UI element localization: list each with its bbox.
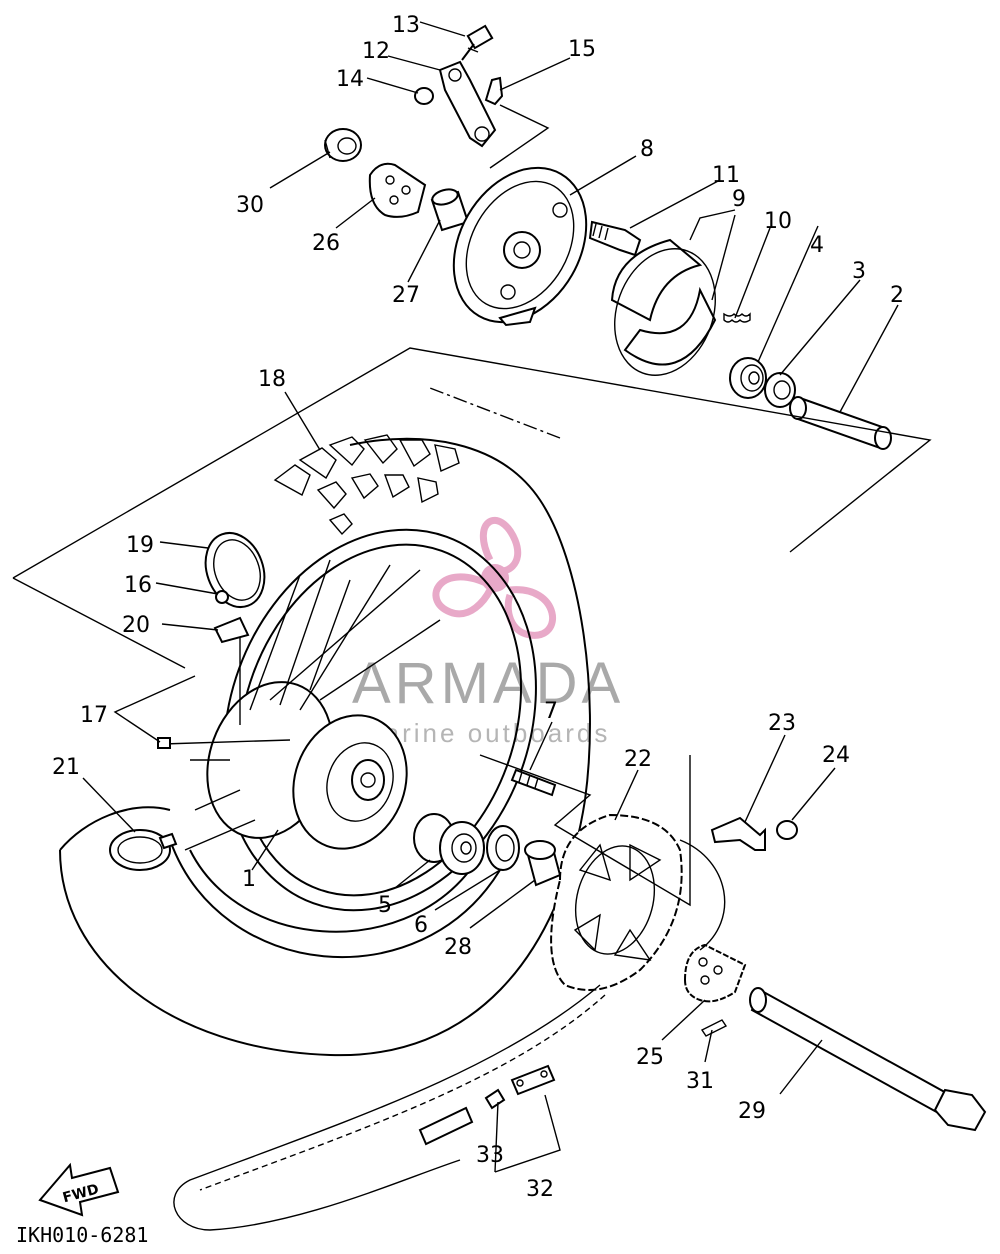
oil-seal-3 (764, 372, 796, 408)
nut-24 (776, 820, 798, 840)
callout-27: 27 (392, 283, 420, 308)
bearing-5 (413, 813, 485, 875)
drive-chain (173, 839, 726, 1231)
nut-14 (414, 87, 434, 105)
callout-30: 30 (236, 193, 264, 218)
callout-23: 23 (768, 711, 796, 736)
clip-15 (484, 76, 504, 106)
callout-32: 32 (526, 1177, 554, 1202)
clip-23 (710, 816, 766, 851)
callout-26: 26 (312, 231, 340, 256)
callout-22: 22 (624, 747, 652, 772)
callout-33: 33 (476, 1143, 504, 1168)
callout-6: 6 (414, 913, 428, 938)
cotter-pin-31 (700, 1019, 728, 1037)
callout-13: 13 (392, 13, 420, 38)
sprocket-22 (550, 813, 683, 991)
callout-24: 24 (822, 743, 850, 768)
watermark: ARMADA marine outboards (352, 516, 624, 748)
collar-27 (430, 188, 470, 232)
callout-19: 19 (126, 533, 154, 558)
spring-10 (723, 312, 751, 323)
axle-29 (749, 987, 987, 1132)
sprocket-26 (368, 162, 427, 218)
rim-band-16 (215, 590, 229, 604)
callouts: 1 2 3 4 5 6 7 8 9 10 11 12 13 14 15 16 1… (52, 13, 904, 1202)
callout-5: 5 (378, 893, 392, 918)
hub-1 (206, 681, 408, 850)
tube-21 (109, 829, 178, 871)
callout-12: 12 (362, 39, 390, 64)
spoke-17 (157, 737, 291, 749)
brake-arm-12 (438, 60, 497, 148)
callout-3: 3 (852, 259, 866, 284)
callout-25: 25 (636, 1045, 664, 1070)
callout-28: 28 (444, 935, 472, 960)
callout-7: 7 (544, 699, 558, 724)
callout-11: 11 (712, 163, 740, 188)
stud-7 (510, 768, 557, 797)
chain-joint-32 (418, 1064, 556, 1146)
spokes (184, 559, 441, 851)
collar-28 (524, 840, 562, 887)
group-lines (12, 104, 932, 1173)
callout-2: 2 (890, 283, 904, 308)
brake-shoes-9 (610, 238, 717, 376)
callout-9: 9 (732, 187, 746, 212)
sprocket-25 (683, 943, 747, 1003)
forward-arrow-icon: FWD (38, 1162, 120, 1217)
callout-4: 4 (810, 233, 824, 258)
callout-10: 10 (764, 209, 792, 234)
callout-20: 20 (122, 613, 150, 638)
callout-14: 14 (336, 67, 364, 92)
nut-30 (324, 128, 362, 162)
rim-lock-20 (213, 616, 250, 644)
brake-plate-8 (452, 166, 588, 327)
oil-seal-6 (486, 825, 520, 871)
callout-8: 8 (640, 137, 654, 162)
callout-31: 31 (686, 1069, 714, 1094)
callout-29: 29 (738, 1099, 766, 1124)
watermark-logo (432, 516, 557, 639)
bearing-4 (729, 357, 767, 399)
leader-lines (82, 21, 899, 1095)
spacer-2 (789, 396, 892, 450)
callout-18: 18 (258, 367, 286, 392)
callout-17: 17 (80, 703, 108, 728)
watermark-tagline: marine outboards (360, 718, 610, 748)
callout-16: 16 (124, 573, 152, 598)
bolt-13 (461, 24, 494, 61)
diagram-code: IKH010-6281 (16, 1223, 148, 1247)
clip-33 (484, 1088, 506, 1110)
tube-19 (204, 532, 266, 608)
callout-1: 1 (242, 867, 256, 892)
callout-15: 15 (568, 37, 596, 62)
callout-21: 21 (52, 755, 80, 780)
watermark-brand: ARMADA (352, 651, 624, 716)
